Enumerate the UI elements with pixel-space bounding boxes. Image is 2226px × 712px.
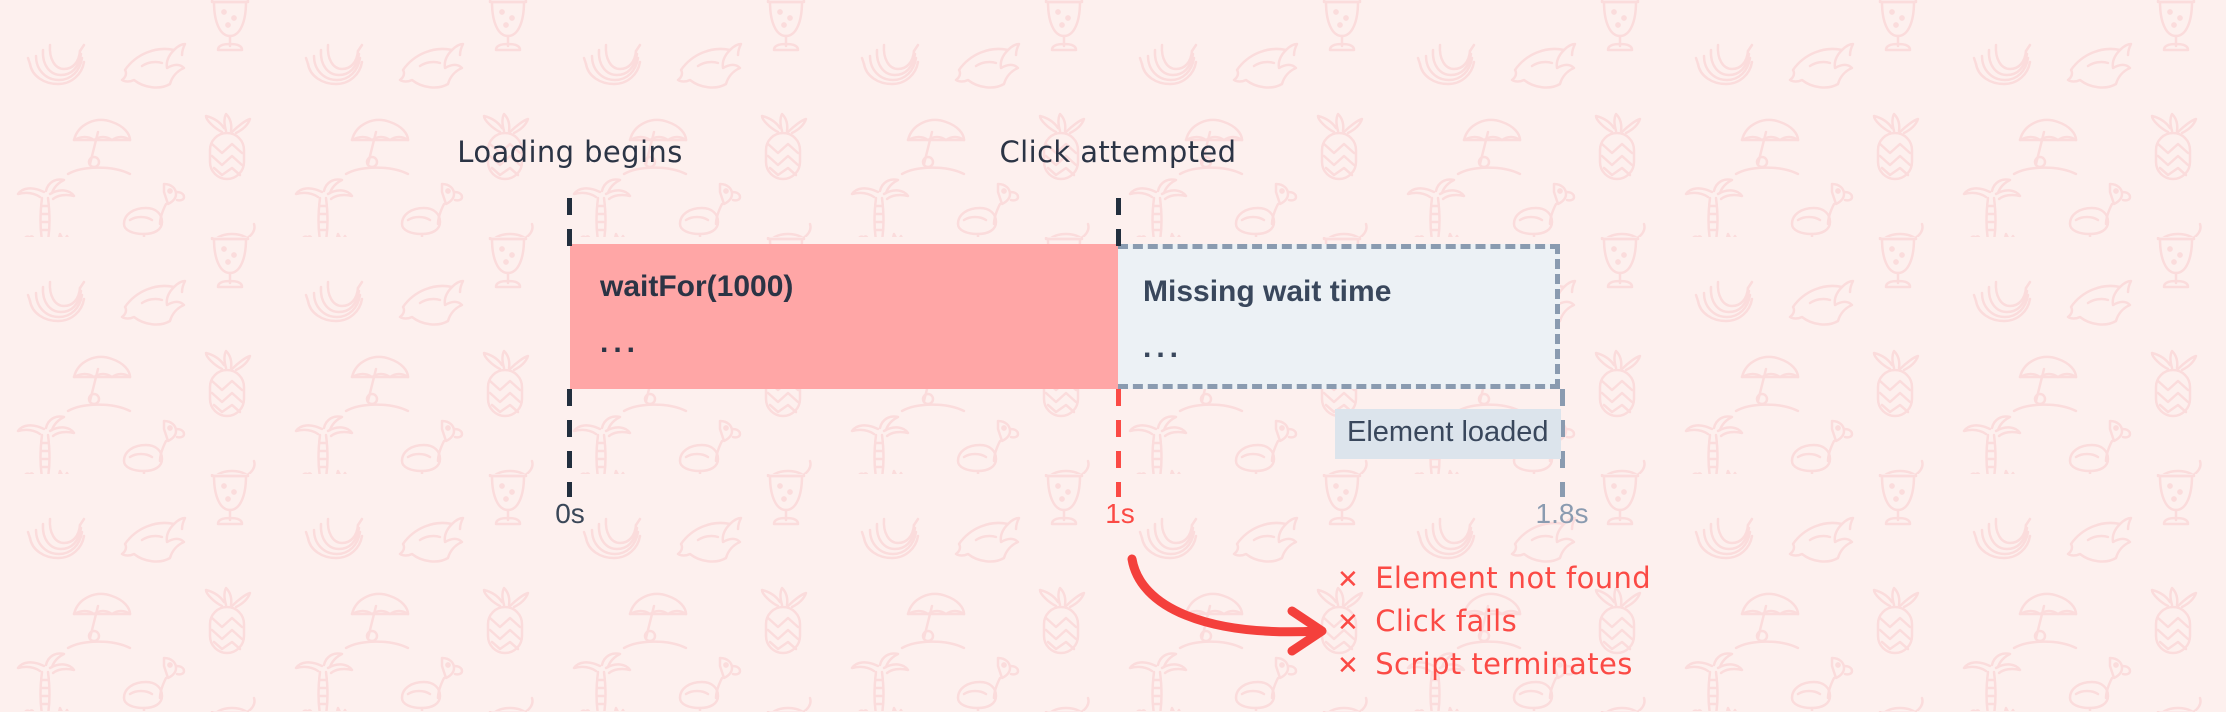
cross-icon: ✕ <box>1337 608 1360 638</box>
marker-line-1s-top <box>1116 198 1121 246</box>
failure-label: Click fails <box>1375 604 1518 638</box>
event-label-click-attempted: Click attempted <box>999 135 1237 169</box>
failure-row: ✕ Script terminates <box>1337 644 1651 687</box>
failure-row: ✕ Click fails <box>1337 601 1651 644</box>
failure-row: ✕ Element not found <box>1337 558 1651 601</box>
wait-for-bar: waitFor(1000) ... <box>570 244 1118 389</box>
tick-label-0s: 0s <box>555 498 585 529</box>
failure-label: Element not found <box>1375 561 1652 595</box>
missing-wait-bar-dots: ... <box>1143 331 1184 364</box>
failure-list: ✕ Element not found ✕ Click fails ✕ Scri… <box>1337 558 1651 687</box>
marker-line-1s-bottom <box>1116 389 1121 497</box>
wait-for-bar-title: waitFor(1000) <box>600 270 794 303</box>
wait-for-bar-dots: ... <box>600 326 641 359</box>
cross-icon: ✕ <box>1337 565 1360 595</box>
tick-label-1-8s: 1.8s <box>1535 498 1589 529</box>
element-loaded-badge: Element loaded <box>1335 409 1561 459</box>
event-label-loading-begins: Loading begins <box>457 135 683 169</box>
missing-wait-bar: Missing wait time ... <box>1118 244 1560 389</box>
failure-arrow <box>1110 545 1370 670</box>
tick-label-1s: 1s <box>1105 498 1135 529</box>
missing-wait-bar-title: Missing wait time <box>1143 275 1392 308</box>
marker-line-1-8s <box>1560 389 1565 497</box>
failure-label: Script terminates <box>1375 647 1633 681</box>
cross-icon: ✕ <box>1337 651 1360 681</box>
marker-line-0s-top <box>567 198 572 246</box>
marker-line-0s-bottom <box>567 389 572 497</box>
